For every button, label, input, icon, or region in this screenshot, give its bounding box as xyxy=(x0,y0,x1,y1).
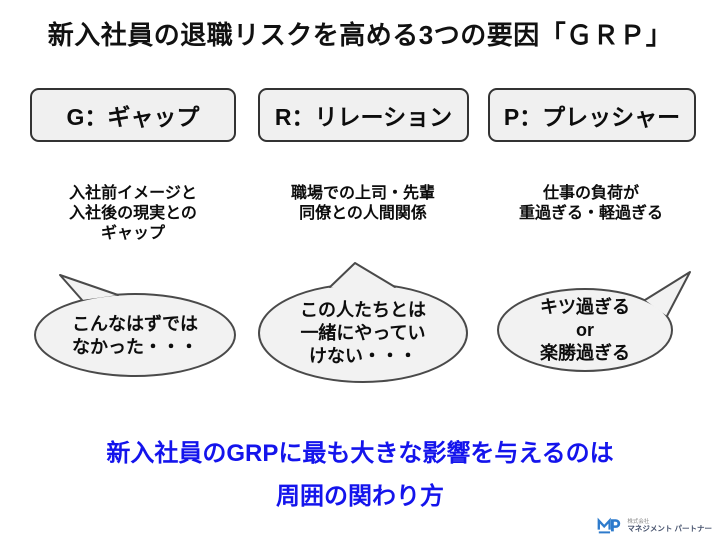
speech-bubble-pressure-shape xyxy=(497,271,691,372)
speech-bubble-gap-text: こんなはずでは なかった・・・ xyxy=(72,314,198,357)
footer-logo: 株式会社 マネジメント パートナー xyxy=(597,517,712,535)
slide-title: 新入社員の退職リスクを高める3つの要因「ＧＲＰ」 xyxy=(47,20,673,50)
factor-desc-gap: 入社前イメージと 入社後の現実との ギャップ xyxy=(69,185,197,242)
speech-bubble-relation-text: この人たちとは 一緒にやってい けない・・・ xyxy=(300,299,426,366)
mp-logo-icon xyxy=(598,517,621,534)
factor-desc-pressure: 仕事の負荷が 重過ぎる・軽過ぎる xyxy=(518,185,663,222)
speech-bubble-gap-shape xyxy=(34,274,236,377)
conclusion-line-1: 新入社員のGRPに最も大きな影響を与えるのは xyxy=(106,440,614,467)
factor-box-gap-label: G：ギャップ xyxy=(66,104,200,130)
speech-bubble-pressure-text: キツ過ぎる or 楽勝過ぎる xyxy=(540,296,630,363)
logo-company-name: マネジメント パートナー xyxy=(627,523,712,533)
factor-desc-relation: 職場での上司・先輩 同僚との人間関係 xyxy=(290,185,435,222)
footer-logo-text: 株式会社 マネジメント パートナー xyxy=(627,519,712,534)
factor-box-gap: G：ギャップ xyxy=(30,88,236,142)
speech-bubble-relation-shape xyxy=(258,262,468,383)
factor-box-relation-label: R：リレーション xyxy=(274,104,453,130)
factor-box-pressure-label: P：プレッシャー xyxy=(503,104,681,130)
factor-box-relation: R：リレーション xyxy=(258,88,469,142)
logo-company-prefix: 株式会社 xyxy=(627,518,650,525)
factor-box-pressure: P：プレッシャー xyxy=(488,88,696,142)
conclusion-line-2: 周囲の関わり方 xyxy=(276,483,444,510)
